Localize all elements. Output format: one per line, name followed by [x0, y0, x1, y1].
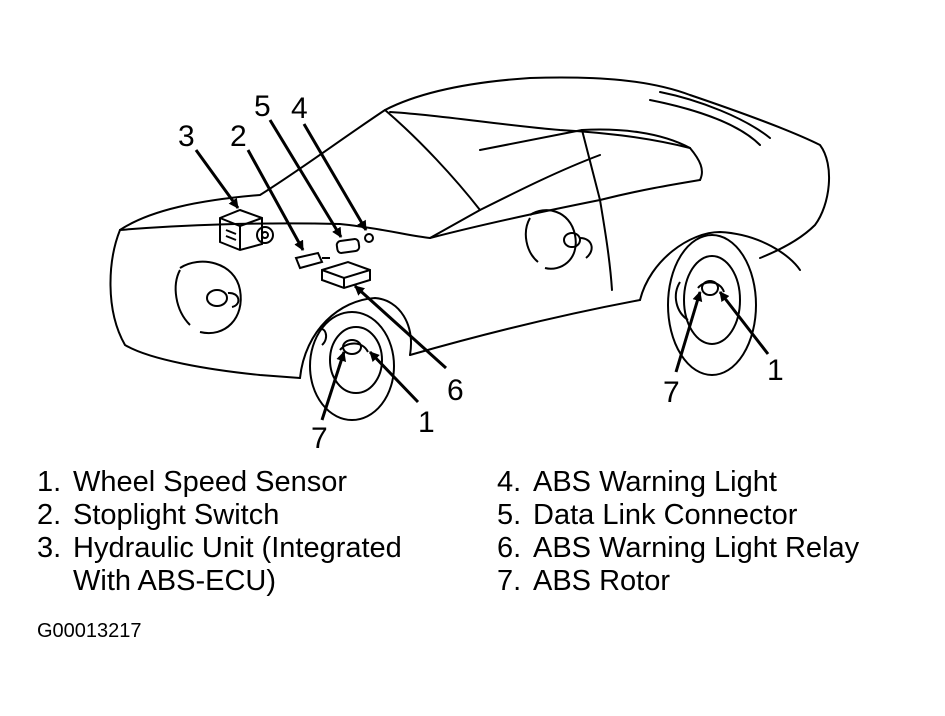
hydraulic-unit: [219, 208, 274, 252]
legend-number: 6.: [497, 532, 522, 564]
legend-number: 5.: [497, 499, 522, 531]
far-front-wheel-rotor: [174, 260, 242, 335]
legend-number: 2.: [37, 499, 62, 531]
legend-number: 3.: [37, 532, 62, 564]
leader-3: [194, 149, 240, 209]
legend-label: Hydraulic Unit (Integrated With ABS-ECU): [73, 532, 402, 597]
callout-7-rear: 7: [663, 376, 680, 409]
callout-1-rear: 1: [767, 354, 784, 387]
leader-lines: [194, 119, 770, 421]
legend-number: 1.: [37, 466, 62, 498]
callout-3: 3: [178, 120, 195, 153]
leader-2: [246, 149, 305, 251]
far-rear-wheel-rotor: [524, 209, 593, 270]
abs-warning-light-relay: [321, 260, 371, 290]
stoplight-switch: [294, 251, 330, 270]
figure-id: G00013217: [37, 620, 142, 642]
legend-label: ABS Warning Light: [533, 466, 777, 498]
data-link-connector: [335, 238, 361, 254]
callout-7-front: 7: [311, 422, 328, 455]
legend-label: ABS Rotor: [533, 565, 670, 597]
leader-1-front: [368, 350, 420, 404]
legend-label: ABS Warning Light Relay: [533, 532, 860, 564]
legend-number: 4.: [497, 466, 522, 498]
leader-1-rear: [718, 291, 770, 355]
legend-label: Wheel Speed Sensor: [73, 466, 348, 498]
legend-label: Stoplight Switch: [73, 499, 280, 531]
legend-item: 5. Data Link Connector: [497, 499, 937, 532]
callout-2: 2: [230, 120, 247, 153]
callout-1-front: 1: [418, 406, 435, 439]
callout-6: 6: [447, 374, 464, 407]
rear-wheel-rotor: [667, 234, 757, 376]
legend-item: 7. ABS Rotor: [497, 565, 937, 598]
leader-7-front: [320, 351, 346, 421]
legend-left-column: 1. Wheel Speed Sensor 2. Stoplight Switc…: [37, 466, 477, 598]
front-wheel-rotor: [309, 311, 395, 421]
legend-item: 2. Stoplight Switch: [37, 499, 477, 532]
legend-item: 6. ABS Warning Light Relay: [497, 532, 937, 565]
leader-6: [353, 284, 448, 370]
legend-label: Data Link Connector: [533, 499, 798, 531]
legend-item: 3. Hydraulic Unit (Integrated With ABS-E…: [37, 532, 477, 598]
car-body-outline: [109, 76, 831, 379]
legend-right-column: 4. ABS Warning Light 5. Data Link Connec…: [497, 466, 937, 598]
abs-warning-light: [364, 233, 374, 243]
leader-7-rear: [674, 291, 703, 373]
leader-5: [268, 119, 343, 238]
legend-item: 1. Wheel Speed Sensor: [37, 466, 477, 499]
callout-5: 5: [254, 90, 271, 123]
legend-item: 4. ABS Warning Light: [497, 466, 937, 499]
leader-4: [302, 123, 368, 231]
callout-4: 4: [291, 92, 308, 125]
legend-number: 7.: [497, 565, 522, 597]
